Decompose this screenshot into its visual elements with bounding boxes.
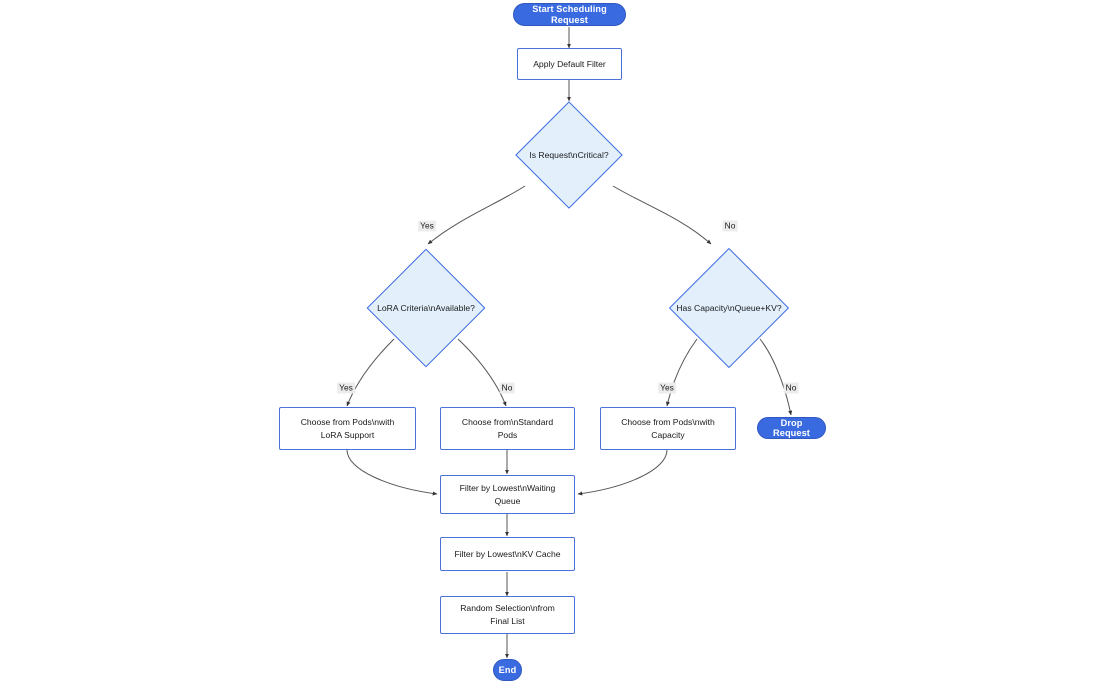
- node-start-label: Start Scheduling Request: [532, 4, 607, 25]
- node-choose-lora-pods-label: Choose from Pods\nwith LoRA Support: [300, 416, 395, 440]
- node-is-request-critical[interactable]: Is Request\nCritical?: [510, 96, 628, 214]
- node-choose-lora-pods[interactable]: Choose from Pods\nwith LoRA Support: [279, 407, 416, 450]
- node-apply-default-filter[interactable]: Apply Default Filter: [517, 48, 622, 80]
- node-drop-request-label: Drop Request: [773, 417, 810, 438]
- edge-label-lora-no: No: [499, 382, 515, 394]
- node-apply-default-filter-label: Apply Default Filter: [533, 58, 606, 69]
- node-choose-capacity-pods[interactable]: Choose from Pods\nwith Capacity: [600, 407, 736, 450]
- node-filter-waiting-queue-label: Filter by Lowest\nWaiting Queue: [459, 482, 556, 506]
- edge-label-lora-yes: Yes: [337, 382, 355, 394]
- node-filter-kv-cache[interactable]: Filter by Lowest\nKV Cache: [440, 537, 575, 571]
- node-drop-request[interactable]: Drop Request: [757, 417, 826, 439]
- node-lora-criteria-available-label: LoRA Criteria\nAvailable?: [377, 303, 475, 313]
- node-random-selection[interactable]: Random Selection\nfrom Final List: [440, 596, 575, 634]
- node-has-capacity-label: Has Capacity\nQueue+KV?: [676, 303, 782, 313]
- node-filter-waiting-queue[interactable]: Filter by Lowest\nWaiting Queue: [440, 475, 575, 514]
- node-choose-standard-pods-label: Choose from\nStandard Pods: [461, 416, 554, 440]
- node-choose-capacity-pods-label: Choose from Pods\nwith Capacity: [621, 416, 715, 440]
- node-lora-criteria-available[interactable]: LoRA Criteria\nAvailable?: [363, 248, 489, 368]
- node-end[interactable]: End: [493, 659, 522, 681]
- node-start-scheduling-request[interactable]: Start Scheduling Request: [513, 3, 626, 26]
- edge-label-critical-yes: Yes: [418, 220, 436, 232]
- edge-capacitypods-to-filterqueue: [577, 449, 668, 496]
- node-random-selection-label: Random Selection\nfrom Final List: [460, 603, 555, 626]
- node-has-capacity[interactable]: Has Capacity\nQueue+KV?: [665, 247, 793, 369]
- node-is-request-critical-label: Is Request\nCritical?: [529, 150, 609, 160]
- node-end-label: End: [498, 664, 517, 675]
- edge-lorapods-to-filterqueue: [346, 449, 438, 496]
- edge-label-capacity-yes: Yes: [658, 382, 676, 394]
- edge-label-capacity-no: No: [783, 382, 799, 394]
- edge-label-critical-no: No: [722, 220, 738, 232]
- node-filter-kv-cache-label: Filter by Lowest\nKV Cache: [454, 548, 561, 559]
- node-choose-standard-pods[interactable]: Choose from\nStandard Pods: [440, 407, 575, 450]
